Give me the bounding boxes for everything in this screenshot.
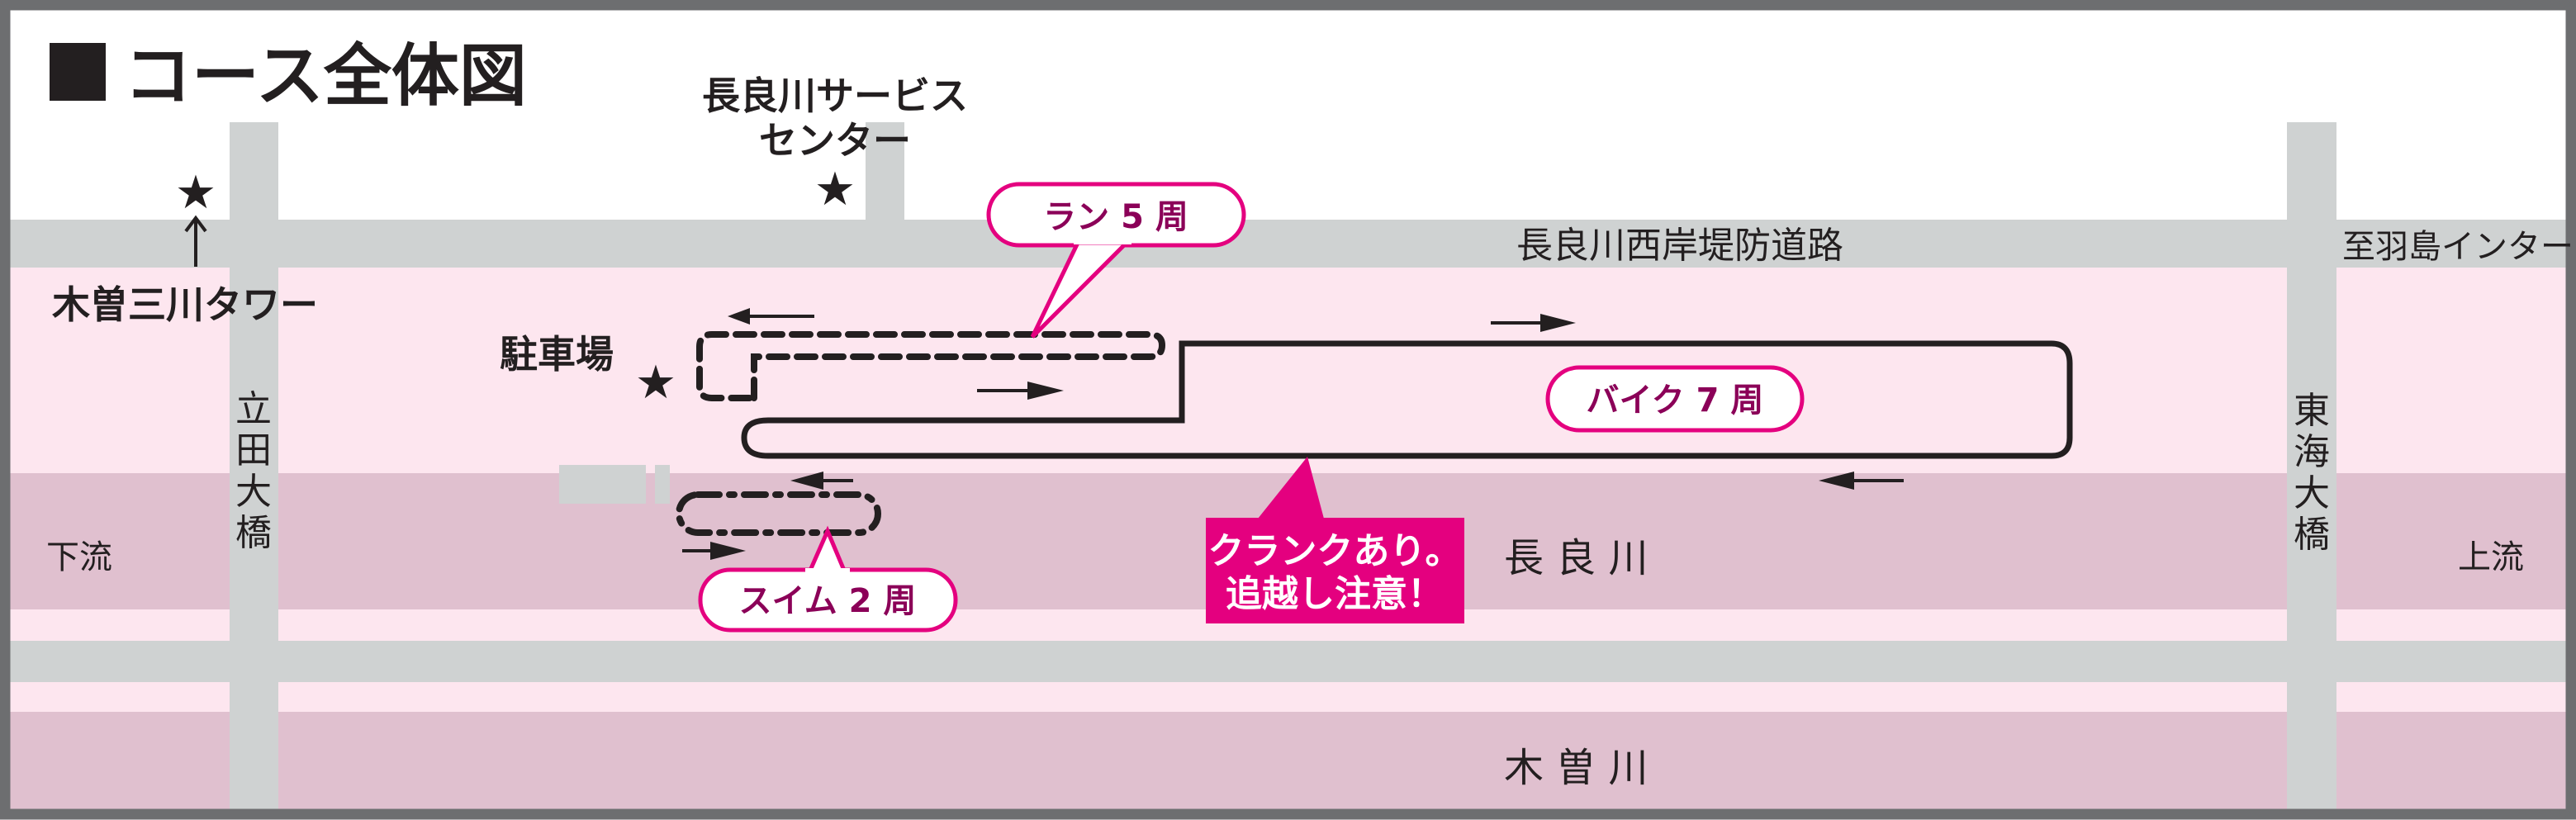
swim-course	[676, 491, 881, 536]
nagara-river-label: 長 良 川	[1504, 535, 1649, 581]
warning-line1: クランクあり。	[1207, 530, 1461, 572]
parking-block	[559, 465, 646, 504]
tokai-bridge	[2287, 122, 2336, 809]
tatsuta-bridge	[230, 122, 278, 809]
tower-label: 木曽三川タワー	[52, 282, 318, 327]
bridge-right-char: 橋	[2294, 514, 2330, 556]
service-road-stub	[866, 122, 904, 221]
bridge-right-char: 海	[2294, 431, 2330, 473]
bridge-left-char: 田	[235, 429, 272, 472]
arrow-right-icon	[1491, 314, 1576, 332]
swim-callout: スイム 2 周	[698, 525, 958, 633]
service-center-label-line1: 長良川サービス	[702, 73, 968, 118]
arrow-left-icon	[1819, 472, 1904, 490]
service-center-label-line2: センター	[759, 118, 911, 163]
star-icon: ★	[175, 168, 216, 219]
swim-laps-label: スイム 2 周	[739, 582, 917, 620]
arrow-up-head	[184, 215, 207, 233]
bridge-left-char: 大	[235, 471, 272, 513]
run-callout: ラン 5 周	[986, 182, 1246, 339]
kiso-river-label: 木 曽 川	[1504, 745, 1649, 791]
bridge-right-label: 東 海 大 橋	[2294, 390, 2330, 556]
bike-laps-label: バイク 7 周	[1587, 382, 1764, 419]
arrow-right-icon	[682, 542, 746, 560]
levee-road-label: 長良川西岸堤防道路	[1516, 225, 1843, 267]
bike-callout: バイク 7 周	[1545, 365, 1805, 433]
run-course	[696, 331, 1166, 401]
downstream-label: 下流	[46, 538, 112, 576]
parking-label: 駐車場	[500, 332, 614, 377]
arrow-left-icon	[728, 308, 814, 325]
upper-bank	[10, 268, 2566, 473]
bike-course	[741, 340, 2073, 459]
black-square-icon	[50, 43, 106, 101]
arrow-right-icon	[977, 382, 1064, 400]
levee-road	[10, 220, 2566, 268]
kiso-river	[10, 712, 2566, 809]
upstream-label: 上流	[2458, 538, 2524, 576]
page-title: コース全体図	[124, 37, 527, 116]
arrow-left-icon	[790, 472, 853, 490]
lower-road	[10, 641, 2566, 682]
bridge-right-char: 大	[2294, 472, 2330, 514]
run-laps-label: ラン 5 周	[1043, 198, 1188, 236]
lower-bank	[10, 682, 2566, 712]
crank-warning: クランクあり。 追越し注意！	[1206, 457, 1464, 623]
bridge-left-label: 立 田 大 橋	[235, 388, 272, 554]
star-icon: ★	[814, 164, 856, 216]
parking-block-small	[655, 465, 670, 504]
bridge-left-char: 橋	[235, 512, 272, 554]
star-icon: ★	[635, 358, 676, 409]
bridge-left-char: 立	[235, 388, 272, 430]
warning-line2: 追越し注意！	[1226, 573, 1444, 615]
bridge-right-char: 東	[2294, 390, 2330, 432]
interchange-label: 至羽島インター	[2342, 228, 2574, 266]
